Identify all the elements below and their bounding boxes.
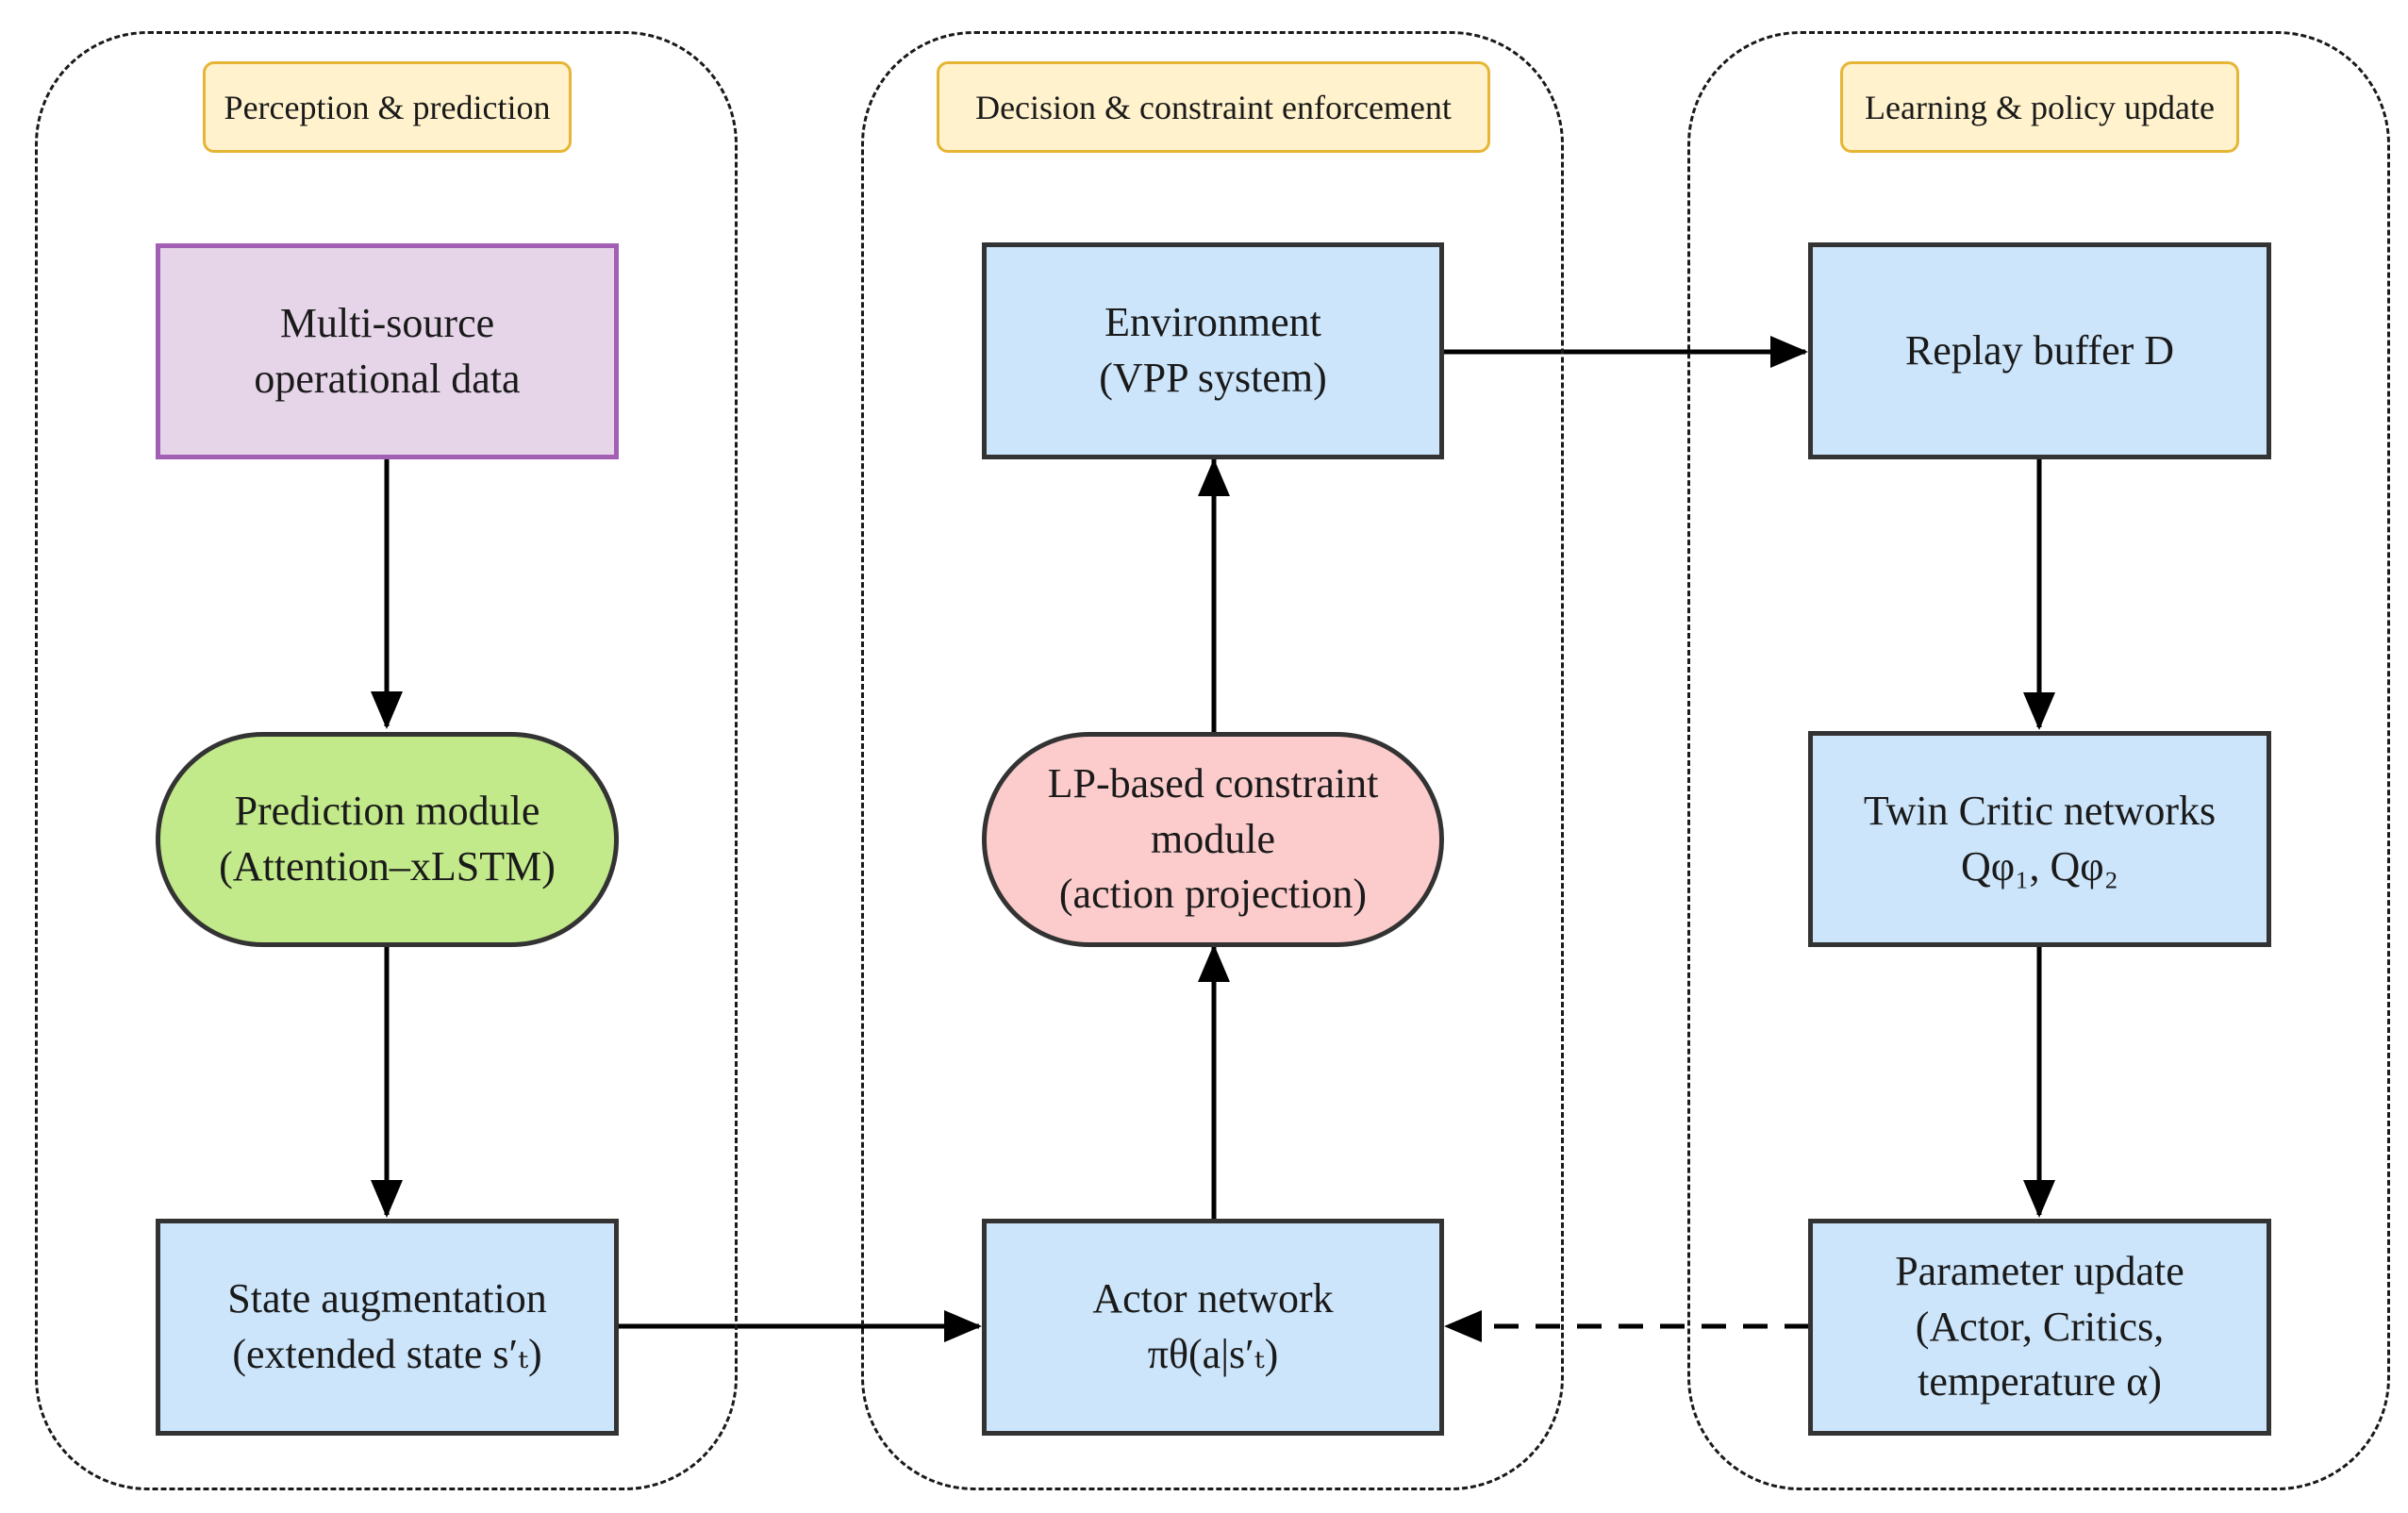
panel-decision xyxy=(861,31,1564,1490)
node-actor-line1: Actor network xyxy=(1092,1275,1334,1322)
node-lp-constraint-module: LP-based constraint module (action proje… xyxy=(982,732,1444,947)
node-lp-line2: module xyxy=(1151,815,1275,862)
node-param-line3: temperature α) xyxy=(1918,1358,2162,1405)
node-param-line1: Parameter update xyxy=(1895,1248,2184,1295)
node-replay-line1: Replay buffer D xyxy=(1904,326,2175,374)
node-environment-line2: (VPP system) xyxy=(1099,355,1327,401)
panel-label-decision-text: Decision & constraint enforcement xyxy=(975,88,1452,126)
node-lp-line1: LP-based constraint xyxy=(1047,760,1379,807)
panel-perception xyxy=(35,31,738,1490)
arrowhead-down-prediction xyxy=(371,691,403,729)
node-twin-critic-line1: Twin Critic networks xyxy=(1863,787,2217,834)
arrowhead-right-replay xyxy=(1770,336,1808,368)
panel-label-learning-text: Learning & policy update xyxy=(1865,88,2215,126)
node-multi-source-line1: Multi-source xyxy=(279,299,495,346)
node-param-line2: (Actor, Critics, xyxy=(1915,1303,2165,1350)
arrowhead-right-actor xyxy=(944,1310,982,1342)
arrowhead-down-param-update xyxy=(2023,1180,2055,1218)
node-environment: Environment (VPP system) xyxy=(982,242,1444,459)
node-parameter-update: Parameter update (Actor, Critics, temper… xyxy=(1808,1219,2271,1436)
panel-label-perception-text: Perception & prediction xyxy=(224,88,551,126)
panel-label-perception: Perception & prediction xyxy=(203,61,572,153)
node-prediction-module: Prediction module (Attention–xLSTM) xyxy=(156,732,619,947)
node-replay-buffer: Replay buffer D xyxy=(1808,242,2271,459)
panel-label-decision: Decision & constraint enforcement xyxy=(937,61,1490,153)
panel-learning xyxy=(1687,31,2390,1490)
node-lp-line3: (action projection) xyxy=(1058,871,1368,918)
node-actor-network: Actor network πθ(a|s′ₜ) xyxy=(982,1219,1444,1436)
node-actor-line2: πθ(a|s′ₜ) xyxy=(1147,1331,1279,1377)
node-multi-source-data: Multi-source operational data xyxy=(156,243,619,459)
node-environment-line1: Environment xyxy=(1104,299,1321,346)
node-prediction-line1: Prediction module xyxy=(234,788,540,835)
node-state-aug-line1: State augmentation xyxy=(227,1275,547,1322)
node-twin-critic-networks: Twin Critic networks Qφ₁, Qφ₂ xyxy=(1808,731,2271,947)
panel-label-learning: Learning & policy update xyxy=(1840,61,2239,153)
node-twin-critic-line2: Qφ₁, Qφ₂ xyxy=(1960,842,2119,890)
arrowhead-up-lp-module xyxy=(1198,944,1230,982)
node-state-aug-line2: (extended state s′ₜ) xyxy=(232,1331,542,1377)
arrowhead-down-state-aug xyxy=(371,1180,403,1218)
arrowhead-up-environment xyxy=(1198,458,1230,496)
node-state-augmentation: State augmentation (extended state s′ₜ) xyxy=(156,1219,619,1436)
node-multi-source-line2: operational data xyxy=(254,355,521,402)
arrowhead-left-actor-dashed xyxy=(1444,1310,1482,1342)
arrowhead-down-twin-critic xyxy=(2023,692,2055,730)
node-prediction-line2: (Attention–xLSTM) xyxy=(219,843,556,890)
